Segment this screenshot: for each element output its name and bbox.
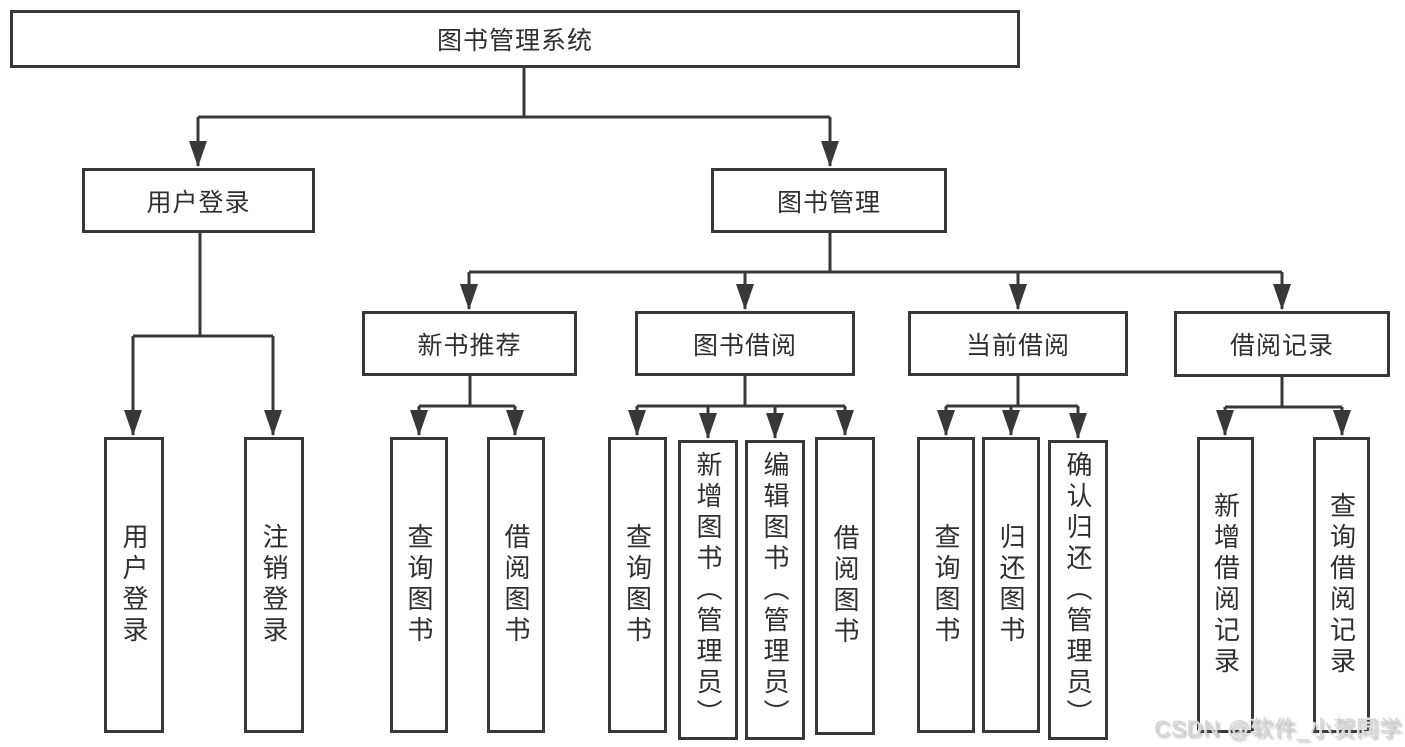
leaf-user-login: 用户登录 xyxy=(104,437,164,733)
leaf-query-books: 查询图书 xyxy=(917,437,975,733)
node-current-borrowing: 当前借阅 xyxy=(908,311,1128,376)
leaf-label: 查询图书 xyxy=(931,523,961,647)
leaf-return-books: 归还图书 xyxy=(982,437,1040,733)
node-label: 用户登录 xyxy=(146,188,251,217)
leaf-add-borrow-record: 新增借阅记录 xyxy=(1197,437,1254,733)
node-label: 图书管理 xyxy=(776,188,881,217)
leaf-label: 借阅图书 xyxy=(830,524,860,648)
node-label: 图书管理系统 xyxy=(436,27,593,55)
leaf-label: 确认归还（管理员） xyxy=(1063,450,1093,730)
node-user-login: 用户登录 xyxy=(82,168,315,233)
leaf-label: 注销登录 xyxy=(259,523,289,647)
node-label: 图书借阅 xyxy=(692,331,797,360)
leaf-label: 查询借阅记录 xyxy=(1326,492,1357,678)
node-new-book-recommendation: 新书推荐 xyxy=(362,311,577,376)
leaf-label: 查询图书 xyxy=(622,523,653,647)
node-borrowing-records: 借阅记录 xyxy=(1174,311,1390,377)
leaf-label: 编辑图书（管理员） xyxy=(760,450,790,730)
node-book-borrowing: 图书借阅 xyxy=(635,311,855,376)
node-label: 当前借阅 xyxy=(965,331,1070,360)
leaf-logout: 注销登录 xyxy=(244,437,304,733)
leaf-query-borrow-record: 查询借阅记录 xyxy=(1313,437,1370,733)
leaf-confirm-return-admin: 确认归还（管理员） xyxy=(1048,440,1108,740)
leaf-borrow-books: 借阅图书 xyxy=(487,437,545,733)
leaf-edit-books-admin: 编辑图书（管理员） xyxy=(745,440,805,740)
leaf-label: 用户登录 xyxy=(119,523,149,647)
node-label: 借阅记录 xyxy=(1229,332,1334,360)
leaf-label: 新增借阅记录 xyxy=(1210,492,1241,678)
leaf-label: 借阅图书 xyxy=(501,523,531,647)
leaf-label: 归还图书 xyxy=(996,523,1026,647)
node-book-management: 图书管理 xyxy=(711,168,947,233)
node-root-system: 图书管理系统 xyxy=(10,10,1020,68)
csdn-watermark: CSDN @软件_小贺同学 xyxy=(1153,716,1402,741)
leaf-query-books: 查询图书 xyxy=(390,437,448,733)
node-label: 新书推荐 xyxy=(417,331,522,360)
leaf-add-books-admin: 新增图书（管理员） xyxy=(678,440,738,740)
leaf-label: 查询图书 xyxy=(404,523,434,647)
leaf-query-books: 查询图书 xyxy=(608,437,667,733)
leaf-borrow-books: 借阅图书 xyxy=(815,437,875,735)
leaf-label: 新增图书（管理员） xyxy=(693,450,723,730)
